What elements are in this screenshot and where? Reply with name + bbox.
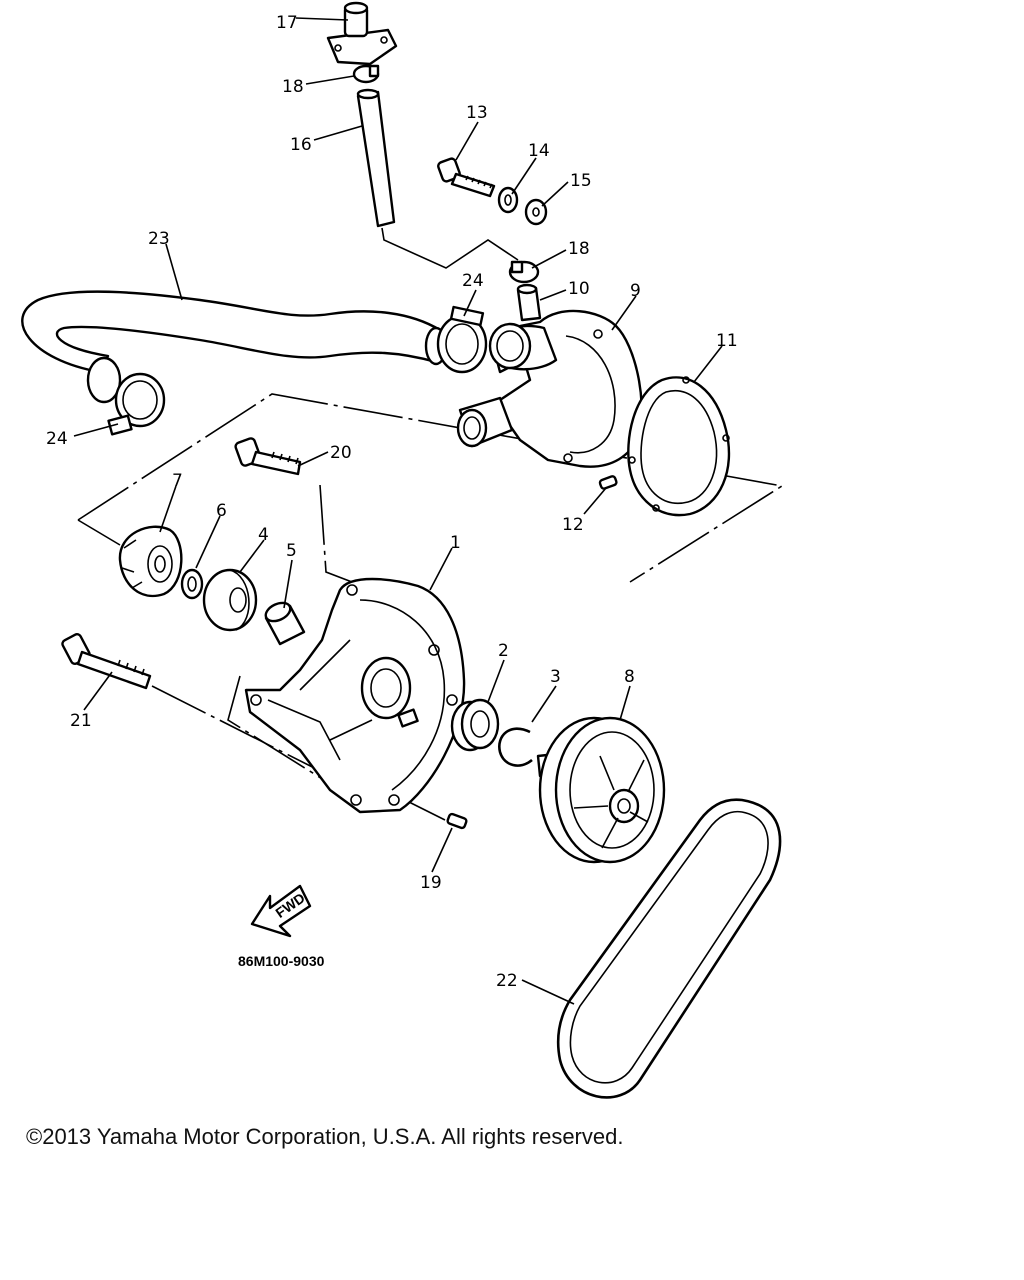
callout-11: 11 xyxy=(716,331,738,351)
callout-10: 10 xyxy=(568,279,590,299)
callout-13: 13 xyxy=(466,103,488,123)
callout-15: 15 xyxy=(570,171,592,191)
part-2-bearing xyxy=(450,698,500,752)
callout-3: 3 xyxy=(550,667,561,687)
callout-8: 8 xyxy=(624,667,635,687)
callout-17: 17 xyxy=(276,13,298,33)
part-13-bolt xyxy=(437,157,496,198)
leader-lines xyxy=(73,17,723,1005)
callout-4: 4 xyxy=(258,525,269,545)
part-18-clamp-upper xyxy=(352,64,380,84)
part-22-belt xyxy=(556,798,782,1099)
part-7-mechanical-seal xyxy=(118,525,183,597)
callout-23: 23 xyxy=(148,229,170,249)
callout-20: 20 xyxy=(330,443,352,463)
part-24-hose-clamp-right xyxy=(436,305,488,374)
part-11-gasket xyxy=(627,376,731,517)
callout-12: 12 xyxy=(562,515,584,535)
part-19-dowel-pin xyxy=(446,812,468,830)
callout-1: 1 xyxy=(450,533,461,553)
callout-9: 9 xyxy=(630,281,641,301)
callout-18-upper: 18 xyxy=(282,77,304,97)
part-20-bolt xyxy=(234,437,302,476)
front-direction-arrow: FWD xyxy=(250,884,312,938)
callout-2: 2 xyxy=(498,641,509,661)
part-16-pipe xyxy=(356,88,396,228)
callout-6: 6 xyxy=(216,501,227,521)
callout-18-lower: 18 xyxy=(568,239,590,259)
part-18-clamp-lower xyxy=(508,260,540,284)
callout-19: 19 xyxy=(420,873,442,893)
callout-16: 16 xyxy=(290,135,312,155)
callout-numbers: 17 18 16 13 14 15 18 10 9 11 24 23 24 20… xyxy=(46,13,738,991)
part-10-nipple xyxy=(516,283,542,322)
part-17-outlet-fitting xyxy=(326,1,398,66)
part-21-bolt xyxy=(61,633,152,690)
part-15-washer xyxy=(524,198,548,226)
part-1-pump-housing xyxy=(244,577,466,814)
callout-22: 22 xyxy=(496,971,518,991)
callout-14: 14 xyxy=(528,141,550,161)
callout-24-left: 24 xyxy=(46,429,68,449)
part-23-hose xyxy=(21,290,448,404)
copyright-notice: ©2013 Yamaha Motor Corporation, U.S.A. A… xyxy=(26,1124,624,1149)
callout-7: 7 xyxy=(172,471,183,491)
callout-21: 21 xyxy=(70,711,92,731)
part-12-dowel-pin xyxy=(598,475,618,490)
part-6-washer xyxy=(180,568,204,600)
part-4-impeller xyxy=(202,568,258,632)
callout-5: 5 xyxy=(286,541,297,561)
part-24-hose-clamp-left xyxy=(107,372,166,436)
part-3-circlip xyxy=(498,727,533,767)
callout-24-right: 24 xyxy=(462,271,484,291)
part-8-pulley xyxy=(536,716,666,864)
diagram-code: 86M100-9030 xyxy=(238,953,325,969)
part-5-collar xyxy=(264,601,306,646)
